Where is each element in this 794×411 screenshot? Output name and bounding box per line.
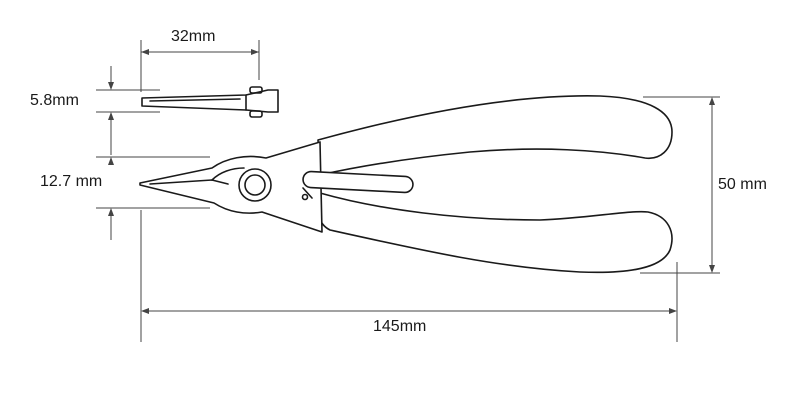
lower-handle (316, 192, 673, 274)
jaw-length-label: 32mm (171, 28, 216, 45)
upper-handle (317, 95, 673, 176)
overall-length-label: 145mm (373, 318, 427, 335)
overall-height-label: 50 mm (718, 176, 767, 193)
pliers-head (139, 141, 323, 233)
jaw-opening-label: 12.7 mm (40, 173, 103, 190)
jaw-side-view (141, 86, 279, 118)
return-spring (302, 170, 414, 194)
pivot-inner (244, 174, 266, 196)
jaw-thickness-label: 5.8mm (30, 92, 79, 109)
